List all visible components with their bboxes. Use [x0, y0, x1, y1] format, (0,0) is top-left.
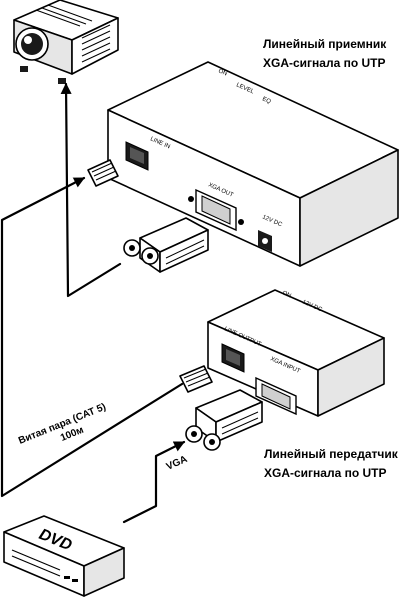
- transmitter-label-on: ON: [281, 290, 292, 299]
- projector-icon: [13, 0, 119, 84]
- cable-caption: Витая пара (CAT 5) 100м: [17, 402, 108, 447]
- transmitter-rj45-port: [221, 343, 245, 373]
- receiver-to-projector-line: [60, 82, 122, 298]
- receiver-caption-line1: Линейный приемник: [263, 37, 387, 51]
- transmitter-caption-line2: XGA-сигнала по UTP: [264, 466, 387, 480]
- transmitter-vga-port: [255, 376, 297, 416]
- transmitter-caption-line1: Линейный передатчик: [264, 447, 399, 461]
- receiver-device: LINE IN XGA OUT 12V DC ON LEVEL EQ: [107, 61, 399, 267]
- rj45-plug-icon: [179, 365, 213, 393]
- vga-plug-icon: [185, 389, 263, 451]
- receiver-vga-port: [188, 188, 244, 232]
- receiver-label-eq: EQ: [261, 96, 272, 105]
- utp-cable-line: [0, 176, 184, 498]
- receiver-dc-jack: [258, 230, 272, 252]
- transmitter-caption: Линейный передатчик XGA-сигнала по UTP: [264, 447, 399, 480]
- dvd-to-transmitter-line: [122, 440, 186, 524]
- vga-plug-icon: [123, 217, 209, 273]
- vga-label: VGA: [165, 454, 189, 473]
- receiver-label-on: ON: [217, 68, 228, 77]
- rj45-plug-icon: [87, 159, 119, 187]
- transmitter-device: LINE OUTPUT XGA INPUT ON 12V DC: [207, 289, 385, 417]
- dvd-player-icon: DVD: [3, 515, 125, 597]
- receiver-rj45-port: [125, 141, 149, 171]
- receiver-caption: Линейный приемник XGA-сигнала по UTP: [263, 37, 387, 70]
- receiver-caption-line2: XGA-сигнала по UTP: [263, 56, 386, 70]
